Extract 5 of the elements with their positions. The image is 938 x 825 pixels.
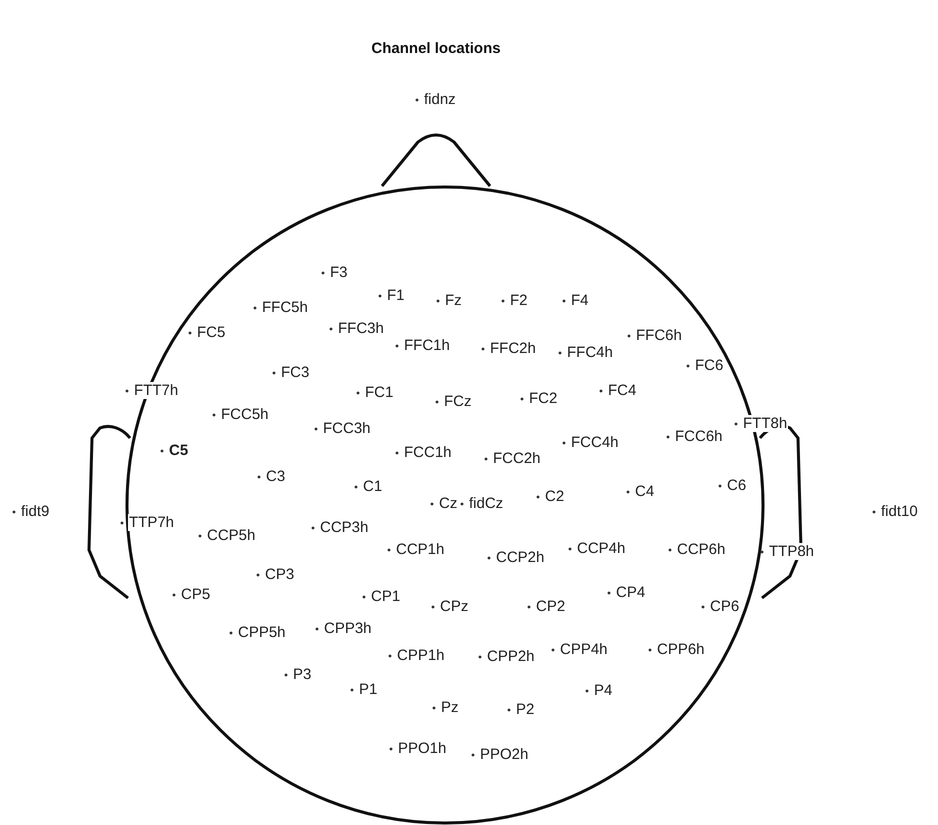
channel-label: TTP8h	[768, 543, 816, 560]
chart-title: Channel locations	[370, 40, 502, 57]
channel-label: FTT7h	[133, 382, 180, 399]
channel-label: TTP7h	[128, 514, 176, 531]
channel-label: FTT8h	[742, 415, 788, 432]
